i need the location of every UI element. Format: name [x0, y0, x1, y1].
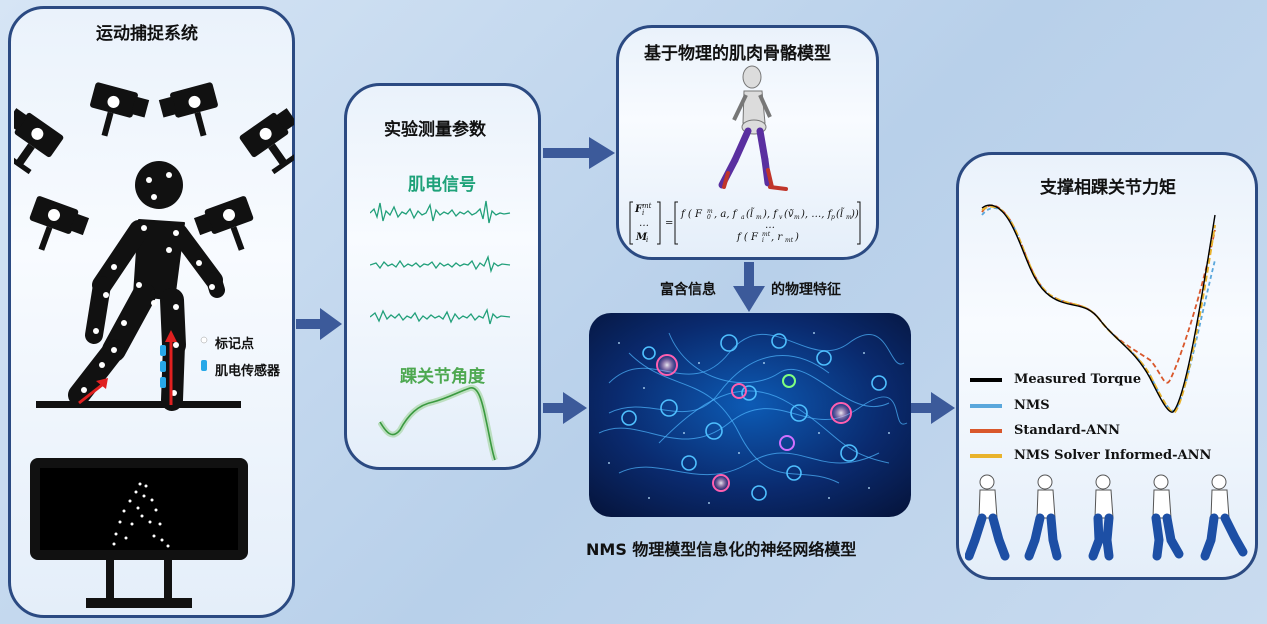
experiment-parameters-panel	[344, 83, 541, 470]
marker-dots	[81, 172, 215, 396]
svg-text:F: F	[634, 204, 643, 215]
svg-text:i: i	[646, 236, 648, 244]
svg-text:…: …	[639, 218, 649, 229]
svg-text:, r: , r	[771, 232, 783, 243]
svg-text:m: m	[794, 214, 800, 221]
emg-sensors	[160, 345, 166, 388]
camera-icon	[14, 82, 294, 251]
arrow-exp-to-msk	[543, 137, 615, 169]
arrow-exp-to-network	[543, 392, 587, 424]
ankle-torque-title: 支撑相踝关节力矩	[1040, 178, 1176, 198]
svg-text:mt: mt	[762, 231, 771, 238]
emg-sensor-legend-label: 肌电传感器	[215, 364, 281, 379]
svg-text:), f: ), f	[762, 209, 779, 220]
svg-text:=: =	[665, 218, 673, 229]
svg-text:mt: mt	[642, 202, 652, 210]
svg-text:v: v	[779, 214, 783, 221]
legend-item-standard-ann: Standard-ANN	[970, 423, 1120, 438]
svg-text:…: …	[765, 220, 775, 231]
svg-text:m: m	[756, 214, 762, 221]
gait-cycle-figures	[965, 474, 1248, 561]
legend-item-nms: NMS	[970, 398, 1050, 413]
ankle-angle-title: 踝关节角度	[400, 367, 485, 387]
arrow-mocap-to-exp	[296, 308, 342, 340]
svg-text:f ( F: f ( F	[736, 232, 759, 243]
legend-label: Measured Torque	[1014, 372, 1142, 387]
legend-line	[970, 403, 1002, 408]
walking-figure	[36, 161, 241, 411]
svg-text:i: i	[762, 237, 764, 244]
svg-text:)): ))	[850, 209, 859, 220]
marker-legend-label: 标记点	[215, 337, 255, 352]
legend-line	[970, 453, 1002, 458]
legend-line	[970, 428, 1002, 433]
legend-label: NMS	[1014, 398, 1050, 413]
skeleton-figure	[718, 65, 788, 191]
rich-info-label: 富含信息	[660, 282, 716, 298]
svg-text:m: m	[707, 208, 713, 215]
legend-item-nms-solver-informed-ann: NMS Solver Informed-ANN	[970, 448, 1211, 463]
monitor-icon	[30, 458, 248, 608]
svg-text:(ṽ: (ṽ	[784, 209, 794, 220]
force-arrows	[78, 330, 177, 405]
experiment-parameters-title: 实验测量参数	[384, 120, 486, 140]
torque-curves	[981, 204, 1216, 414]
svg-text:f ( F: f ( F	[680, 209, 703, 220]
motion-capture-title: 运动捕捉系统	[96, 24, 198, 44]
mocap-scene	[14, 82, 294, 411]
physical-features-label: 的物理特征	[771, 282, 841, 298]
svg-text:M: M	[635, 232, 648, 243]
svg-text:m: m	[846, 214, 852, 221]
ankle-angle-curve	[378, 384, 498, 462]
legend-label: Standard-ANN	[1014, 423, 1120, 438]
svg-text:a: a	[741, 214, 745, 221]
arrow-network-to-torque	[911, 392, 955, 424]
legend-line	[970, 377, 1002, 382]
svg-text:(l̃: (l̃	[836, 208, 844, 220]
network-model-title: NMS 物理模型信息化的神经网络模型	[586, 540, 857, 559]
svg-text:, a, f: , a, f	[714, 209, 739, 220]
svg-text:(l̃: (l̃	[746, 208, 754, 220]
svg-text:i: i	[642, 209, 644, 217]
svg-text:p: p	[831, 214, 835, 221]
svg-text:): )	[794, 232, 799, 243]
emg-signals	[370, 200, 511, 325]
musculoskeletal-model-title: 基于物理的肌肉骨骼模型	[644, 44, 831, 64]
svg-text:0: 0	[707, 214, 711, 221]
emg-signal-title: 肌电信号	[408, 175, 476, 195]
neural-network-image	[589, 313, 911, 517]
svg-text:mt: mt	[785, 237, 794, 244]
arrow-msk-to-network	[733, 262, 765, 312]
svg-text:), …, f: ), …, f	[800, 209, 834, 220]
legend-item-measured-torque: Measured Torque	[970, 372, 1141, 387]
legend-label: NMS Solver Informed-ANN	[1014, 448, 1212, 463]
